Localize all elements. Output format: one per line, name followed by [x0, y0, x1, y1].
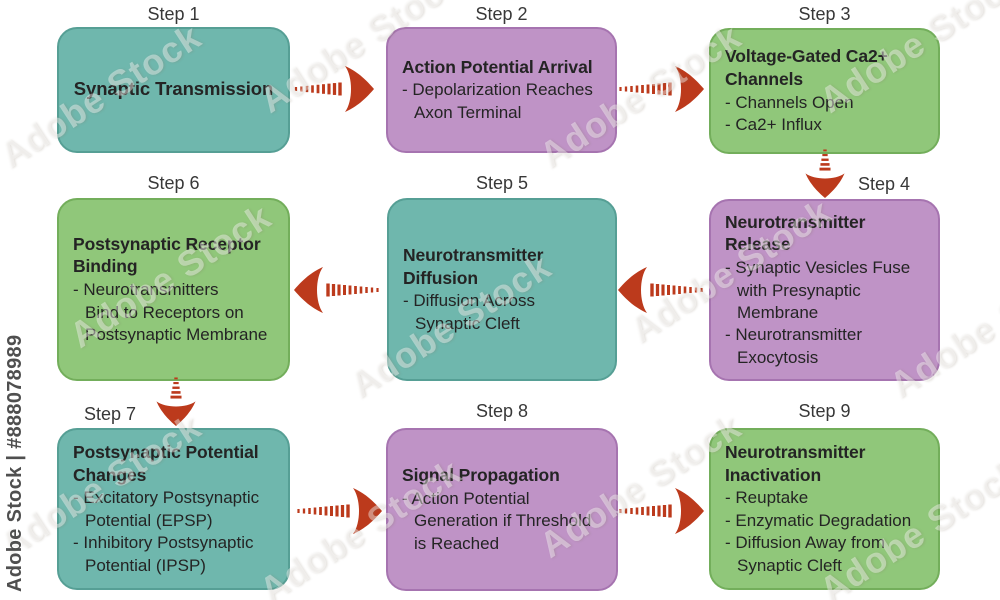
step-title: Neurotransmitter Diffusion: [403, 244, 544, 288]
bullet-item: Diffusion Away from Synaptic Cleft: [725, 532, 924, 577]
step-box-neurotransmitter-diffusion: Neurotransmitter Diffusion Diffusion Acr…: [387, 198, 617, 381]
step-box-neurotransmitter-inactivation: Neurotransmitter Inactivation ReuptakeEn…: [709, 428, 940, 590]
bullet-item: Diffusion Across Synaptic Cleft: [403, 290, 601, 335]
adobe-stock-id-watermark: Adobe Stock | #888078989: [4, 334, 26, 592]
step-label-2: Step 2: [475, 4, 528, 24]
bullet-item: Reuptake: [725, 487, 924, 509]
step-title: Voltage-Gated Ca2+ Channels: [725, 46, 888, 90]
bullet-item: Neurotransmitters Bind to Receptors on P…: [73, 279, 274, 346]
step-label-9: Step 9: [798, 401, 851, 421]
bullet-item: Ca2+ Influx: [725, 114, 924, 136]
arrow-step6-to-step7: [156, 377, 196, 426]
step-title: Neurotransmitter Inactivation: [725, 441, 866, 485]
bullet-item: Excitatory Postsynaptic Potential (EPSP): [73, 487, 274, 532]
step-box-voltage-gated-channels: Voltage-Gated Ca2+ Channels Channels Ope…: [709, 28, 940, 154]
step-title: Postsynaptic Receptor Binding: [73, 233, 261, 277]
step-bullets: Depolarization Reaches Axon Terminal: [402, 79, 601, 124]
bullet-item: Channels Open: [725, 92, 924, 114]
step-box-neurotransmitter-release: Neurotransmitter Release Synaptic Vesicl…: [709, 199, 940, 381]
step-bullets: ReuptakeEnzymatic DegradationDiffusion A…: [725, 487, 924, 577]
step-label-7: Step 7: [84, 404, 137, 424]
arrow-step4-to-step5: [618, 267, 703, 313]
arrow-step2-to-step3: [619, 66, 704, 112]
step-bullets: Excitatory Postsynaptic Potential (EPSP)…: [73, 487, 274, 577]
step-label-1: Step 1: [147, 4, 200, 24]
bullet-item: Enzymatic Degradation: [725, 510, 924, 532]
step-bullets: Channels OpenCa2+ Influx: [725, 92, 924, 137]
arrow-step8-to-step9: [619, 488, 704, 534]
step-label-4: Step 4: [858, 174, 911, 194]
step-title: Postsynaptic Potential Changes: [73, 441, 259, 485]
step-label-6: Step 6: [147, 173, 200, 193]
step-box-postsynaptic-receptor-binding: Postsynaptic Receptor Binding Neurotrans…: [57, 198, 290, 381]
step-bullets: Synaptic Vesicles Fuse with Presynaptic …: [725, 257, 924, 369]
step-label-5: Step 5: [475, 173, 529, 193]
bullet-item: Inhibitory Postsynaptic Potential (IPSP): [73, 532, 274, 577]
step-label-3: Step 3: [798, 4, 851, 24]
step-box-postsynaptic-potential-changes: Postsynaptic Potential Changes Excitator…: [57, 428, 290, 590]
step-title: Synaptic Transmission: [73, 78, 274, 100]
bullet-item: Action Potential Generation if Threshold…: [402, 488, 602, 555]
step-bullets: Neurotransmitters Bind to Receptors on P…: [73, 279, 274, 346]
step-title: Signal Propagation: [402, 464, 560, 485]
step-box-synaptic-transmission: Synaptic Transmission: [57, 27, 290, 153]
step-bullets: Action Potential Generation if Threshold…: [402, 488, 602, 555]
step-box-action-potential-arrival: Action Potential Arrival Depolarization …: [386, 27, 617, 153]
arrow-step7-to-step8: [297, 488, 382, 534]
bullet-item: Neurotransmitter Exocytosis: [725, 324, 924, 369]
bullet-item: Depolarization Reaches Axon Terminal: [402, 79, 601, 124]
step-bullets: Diffusion Across Synaptic Cleft: [403, 290, 601, 335]
arrow-step5-to-step6: [294, 267, 379, 313]
step-title: Neurotransmitter Release: [725, 211, 866, 255]
step-label-8: Step 8: [475, 401, 529, 421]
step-title: Action Potential Arrival: [402, 56, 593, 77]
arrow-step1-to-step2: [294, 66, 374, 112]
arrow-step3-to-step4: [805, 149, 845, 198]
step-box-signal-propagation: Signal Propagation Action Potential Gene…: [386, 428, 618, 591]
bullet-item: Synaptic Vesicles Fuse with Presynaptic …: [725, 257, 924, 324]
